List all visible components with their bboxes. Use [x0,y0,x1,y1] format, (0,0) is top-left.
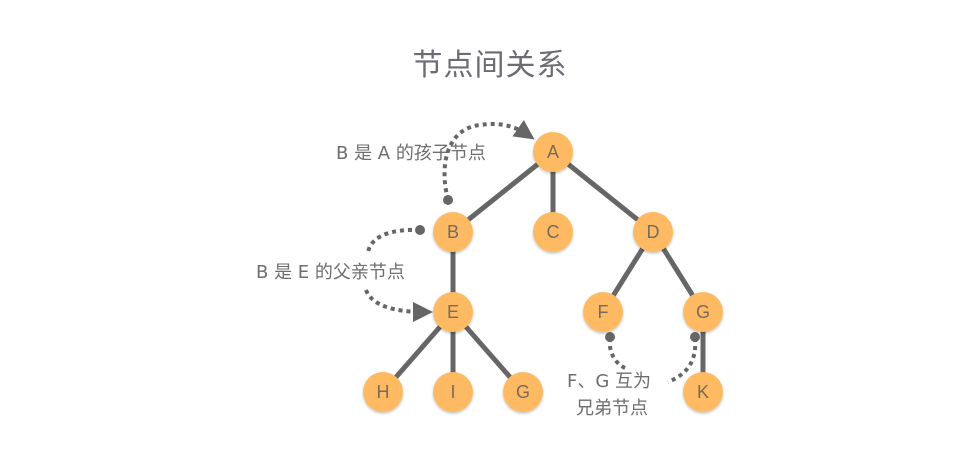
node-f: F [583,292,623,332]
sibling-dot-f [605,332,615,342]
node-label: C [547,222,560,242]
edge-a-d [551,150,655,234]
sibling-relation-arrow-left [607,337,626,370]
node-label: B [447,222,459,242]
node-c: C [533,212,573,252]
child-arrow-origin-dot [443,195,453,205]
node-label: G [516,382,530,402]
node-label: K [697,382,709,402]
node-circle [433,212,473,252]
sibling-dot-g [690,332,700,342]
parent-arrow-origin-dot [415,225,425,235]
edge-a-b [451,150,555,234]
annotation-sibling-line2: 兄弟节点 [576,398,648,419]
node-circle [533,212,573,252]
edges-group [381,150,706,394]
node-circle [633,212,673,252]
annotation-arrows [364,119,700,384]
node-circle [583,292,623,332]
node-circle [503,372,543,412]
parent-relation-arrow [364,227,425,312]
node-circle [683,292,723,332]
annotation-parent: B 是 E 的父亲节点 [256,262,405,283]
child-relation-arrow [442,119,535,201]
node-g1: G [683,292,723,332]
node-label: F [598,302,609,322]
node-e: E [433,292,473,332]
node-circle [533,132,573,172]
sibling-relation-arrow-right [667,337,698,384]
node-label: E [447,302,459,322]
node-label: D [647,222,660,242]
node-g2: G [503,372,543,412]
node-circle [683,372,723,412]
annotation-sibling-line1: F、G 互为 [567,371,651,392]
node-circle [363,372,403,412]
node-i: I [433,372,473,412]
node-label: G [696,302,710,322]
node-circle [433,292,473,332]
node-h: H [363,372,403,412]
annotation-child: B 是 A 的孩子节点 [336,143,486,164]
node-b: B [433,212,473,252]
node-label: I [450,382,455,402]
node-label: A [547,142,559,162]
node-a: A [533,132,573,172]
node-k: K [683,372,723,412]
node-label: H [377,382,390,402]
nodes-group: A B C D E F G H I G K [363,132,723,412]
node-circle [433,372,473,412]
diagram-title: 节点间关系 [412,48,568,83]
node-d: D [633,212,673,252]
